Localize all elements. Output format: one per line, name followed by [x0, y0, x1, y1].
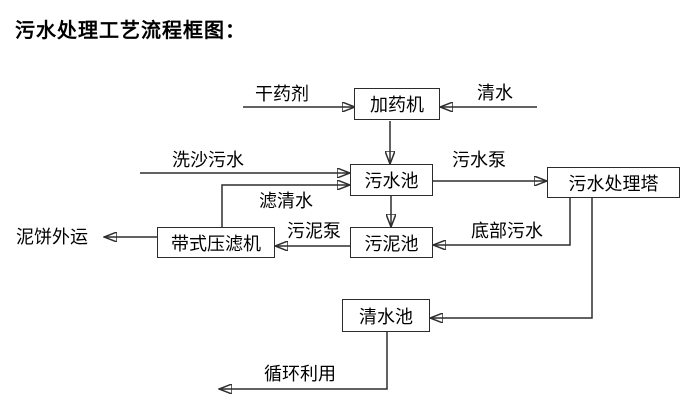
label-mud-cake-out: 泥饼外运: [16, 227, 88, 247]
label-clean-water: 清水: [477, 83, 513, 103]
label-sewage-pump: 污水泵: [452, 150, 506, 170]
arrow-bottom-sewage: [433, 198, 571, 245]
page-title: 污水处理工艺流程框图：: [15, 20, 246, 42]
label-sand-washing-sewage: 洗沙污水: [172, 150, 244, 170]
label-sludge-pump: 污泥泵: [287, 221, 341, 241]
label-recycle-use: 循环利用: [264, 364, 336, 384]
arrow-recycle-use: [219, 332, 388, 389]
node-belt-filter-press: 带式压滤机: [157, 227, 275, 258]
node-sewage-pool: 污水池: [350, 164, 433, 196]
node-sludge-pool: 污泥池: [350, 227, 433, 258]
arrow-tower-to-clean-pool: [430, 198, 593, 318]
node-dosing-machine: 加药机: [354, 88, 440, 120]
label-dry-agent: 干药剂: [255, 84, 309, 104]
label-filtered-water: 滤清水: [259, 191, 313, 211]
node-clean-water-pool: 清水池: [342, 299, 430, 332]
node-treatment-tower: 污水处理塔: [547, 167, 680, 198]
label-bottom-sewage: 底部污水: [471, 221, 543, 241]
arrow-filtered-water: [221, 185, 350, 227]
